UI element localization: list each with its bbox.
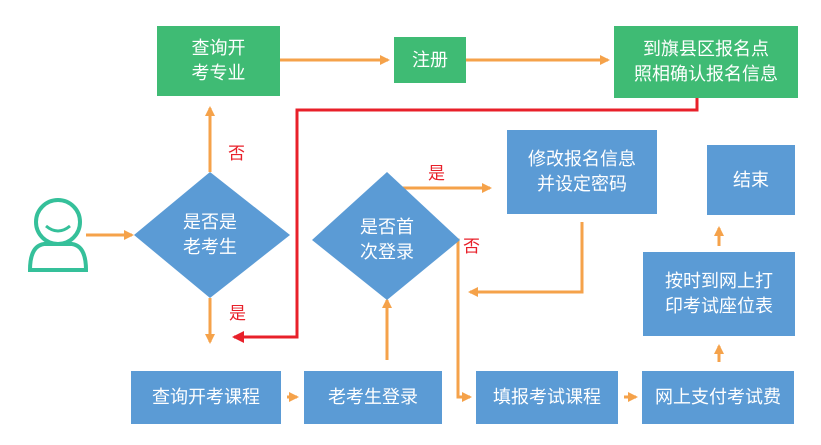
red-return-arrow [232, 98, 699, 343]
label-no-right: 否 [463, 237, 480, 257]
pay-fee-box: 网上支付考试费 [642, 371, 794, 424]
modify-info-label: 修改报名信息 并设定密码 [528, 149, 636, 195]
decision-is-first-label: 是否首 次登录 [360, 217, 414, 263]
end-box: 结束 [707, 145, 795, 215]
pay-fee-label: 网上支付考试费 [655, 387, 781, 408]
confirm-info-label: 到旗县区报名点 照相确认报名信息 [634, 39, 778, 85]
arrow-no-to-fill-course [450, 238, 472, 402]
label-yes-bottom: 是 [229, 304, 246, 324]
end-label: 结束 [733, 169, 769, 191]
old-login-box: 老考生登录 [304, 371, 442, 424]
query-course-label: 查询开考课程 [152, 387, 260, 408]
decision-is-old-label: 是否是 老考生 [183, 212, 237, 258]
fill-course-label: 填报考试课程 [493, 387, 601, 408]
old-login-label: 老考生登录 [328, 387, 418, 408]
register-label: 注册 [412, 49, 448, 71]
query-major-label: 查询开 考专业 [191, 38, 246, 84]
modify-info-box: 修改报名信息 并设定密码 [507, 130, 657, 214]
print-ticket-box: 按时到网上打 印考试座位表 [643, 252, 795, 336]
confirm-info-box: 到旗县区报名点 照相确认报名信息 [614, 26, 798, 98]
query-major-box: 查询开 考专业 [157, 26, 280, 96]
print-ticket-label: 按时到网上打 印考试座位表 [665, 271, 773, 317]
decision-is-first-shape [312, 172, 460, 300]
register-box: 注册 [394, 37, 466, 83]
decision-is-old-shape [134, 172, 290, 298]
label-yes-right: 是 [428, 164, 445, 184]
arrow-modify-return [468, 222, 584, 297]
query-course-box: 查询开考课程 [131, 371, 281, 424]
label-no-top: 否 [228, 144, 245, 164]
user-avatar-icon [27, 198, 89, 272]
fill-course-box: 填报考试课程 [476, 371, 618, 424]
